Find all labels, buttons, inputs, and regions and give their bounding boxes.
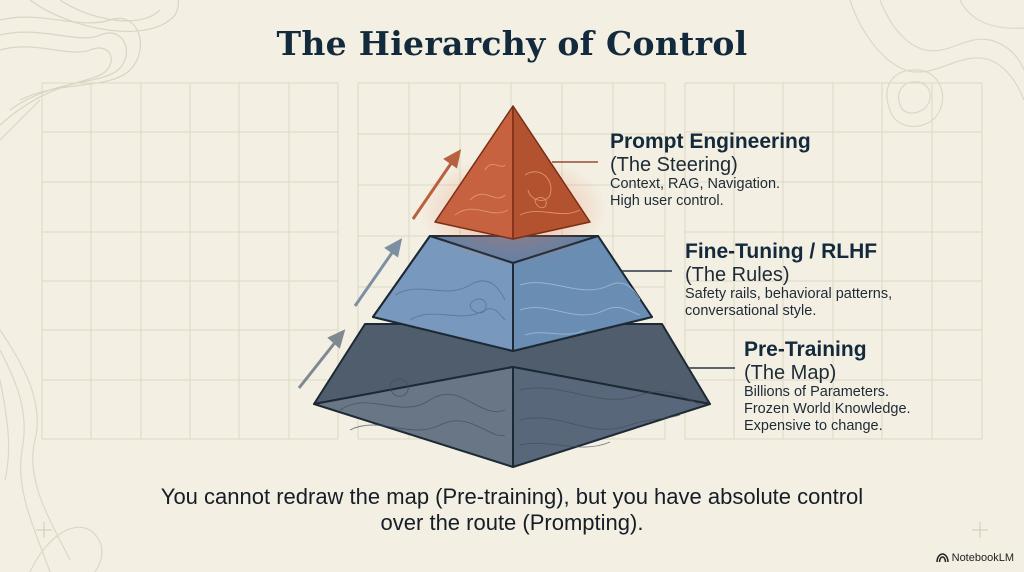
layer-description-line: Frozen World Knowledge.: [744, 401, 911, 417]
tier-pre-training: [313, 323, 711, 468]
label-pre-training: Pre-Training (The Map) Billions of Param…: [744, 338, 911, 435]
brand-name: NotebookLM: [951, 552, 1014, 564]
caption: You cannot redraw the map (Pre-training)…: [60, 484, 964, 536]
corner-crosshairs: [36, 522, 988, 538]
layer-description-line: Context, RAG, Navigation.: [610, 176, 781, 192]
caption-line: over the route (Prompting).: [380, 510, 644, 535]
layer-description-line: Billions of Parameters.: [744, 384, 890, 400]
arrow-icon-middle: [353, 238, 403, 307]
layer-description-line: High user control.: [610, 193, 724, 209]
grid-right: [684, 82, 983, 440]
topo-lines-top-left: [0, 0, 179, 141]
layer-description-line: conversational style.: [685, 303, 817, 319]
grid-left: [41, 82, 339, 440]
topo-lines-bottom-left: [0, 329, 103, 572]
layer-description-line: Expensive to change.: [744, 418, 883, 434]
layer-subtitle: (The Steering): [610, 154, 738, 176]
leader-lines: [552, 161, 735, 369]
caption-line: You cannot redraw the map (Pre-training)…: [160, 484, 864, 509]
label-prompt-engineering: Prompt Engineering (The Steering) Contex…: [610, 130, 811, 210]
layer-title: Fine-Tuning / RLHF: [685, 240, 878, 263]
layer-subtitle: (The Map): [744, 362, 837, 384]
ascend-arrows: [297, 149, 462, 389]
tier-fine-tuning: [372, 235, 653, 352]
layer-subtitle: (The Rules): [685, 264, 790, 286]
label-fine-tuning: Fine-Tuning / RLHF (The Rules) Safety ra…: [685, 240, 892, 320]
page-title: The Hierarchy of Control: [276, 24, 748, 63]
notebooklm-logo-icon: [935, 553, 949, 563]
brand-watermark: NotebookLM: [935, 552, 1014, 564]
tier-prompt-engineering: [434, 105, 591, 240]
arrow-icon-bottom: [297, 329, 346, 389]
layer-title: Pre-Training: [744, 338, 867, 361]
topo-lines-top-right: [849, 0, 1024, 127]
layer-description-line: Safety rails, behavioral patterns,: [685, 286, 893, 302]
layer-title: Prompt Engineering: [610, 130, 811, 153]
